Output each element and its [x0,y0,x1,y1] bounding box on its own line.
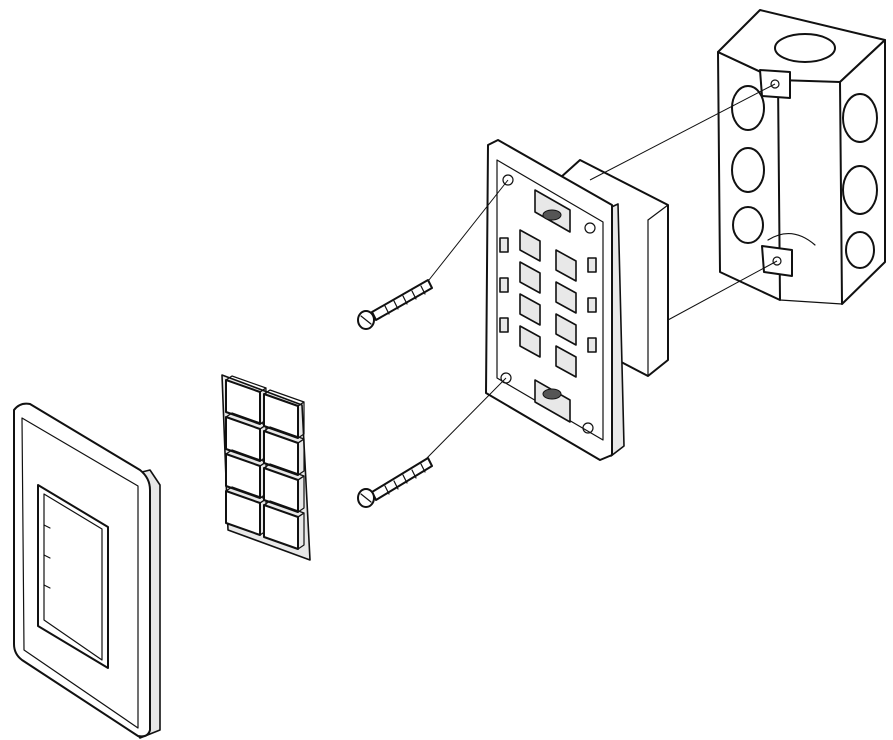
keypad-buttons [221,374,311,561]
electrical-box [717,9,886,305]
module-clip-l1 [499,237,509,253]
screw-lower [357,457,433,508]
plate-window [37,484,109,669]
keypad-button-side-7 [297,475,305,513]
module-clip-r3 [587,337,597,353]
keypad-button-side-5 [297,401,305,439]
screw-lower-slot [360,493,372,503]
module-contact-3 [519,261,541,294]
plate-notch-1 [43,524,51,529]
screw-lower-shaft [371,457,433,501]
box-top-knockout [774,33,836,63]
module-rear-edge [579,159,669,206]
screw-upper-shaft [371,279,433,321]
align-line-3 [589,83,776,181]
box-inner-wall [777,79,843,305]
module-clip-r2 [587,297,597,313]
module-hole-tl [502,174,514,186]
module-contacts [519,229,577,378]
module-contact-2 [555,249,577,282]
module-screw-slot-top [542,209,562,221]
align-line-1 [424,179,509,286]
module-contact-8 [555,345,577,378]
box-bottom-arc [767,233,816,246]
button-grid [225,375,305,550]
module-rear-top [647,204,669,221]
module-clip-r1 [587,257,597,273]
module-contact-5 [519,293,541,326]
module-clip-l3 [499,317,509,333]
plate-window-inner [43,493,103,661]
module-hole-br [582,422,594,434]
module-front-plate [485,139,613,461]
keypad-module [485,139,669,461]
plate-notch-2 [43,554,51,559]
box-side-knockout-3 [845,231,875,269]
module-contact-7 [519,325,541,358]
keypad-button-side-6 [297,438,305,476]
module-contact-6 [555,313,577,346]
module-side-clips [499,237,597,353]
screw-upper [357,279,433,330]
keypad-button-side-8 [297,512,305,550]
module-inner-frame [496,159,604,441]
box-knockout-3 [732,206,764,244]
screw-upper-slot [360,315,372,325]
module-hole-tr [584,222,596,234]
wall-plate [13,402,161,739]
box-side-knockout-1 [842,93,878,143]
screw-upper-thread [384,285,426,315]
plate-notch-3 [43,584,51,589]
plate-bevel [21,417,139,729]
box-ear-top-hole [770,79,780,89]
module-hole-bl [500,372,512,384]
module-contact-1 [519,229,541,262]
screw-lower-thread [384,463,426,495]
module-contact-4 [555,281,577,314]
box-ear-bottom-hole [772,256,782,266]
box-knockout-2 [731,147,765,193]
module-screw-slot-bottom [542,388,562,400]
alignment-lines [424,83,778,461]
align-line-4 [667,260,778,321]
box-side-knockout-2 [842,165,878,215]
align-line-2 [424,377,507,461]
box-knockout-1 [731,85,765,131]
module-clip-l2 [499,277,509,293]
